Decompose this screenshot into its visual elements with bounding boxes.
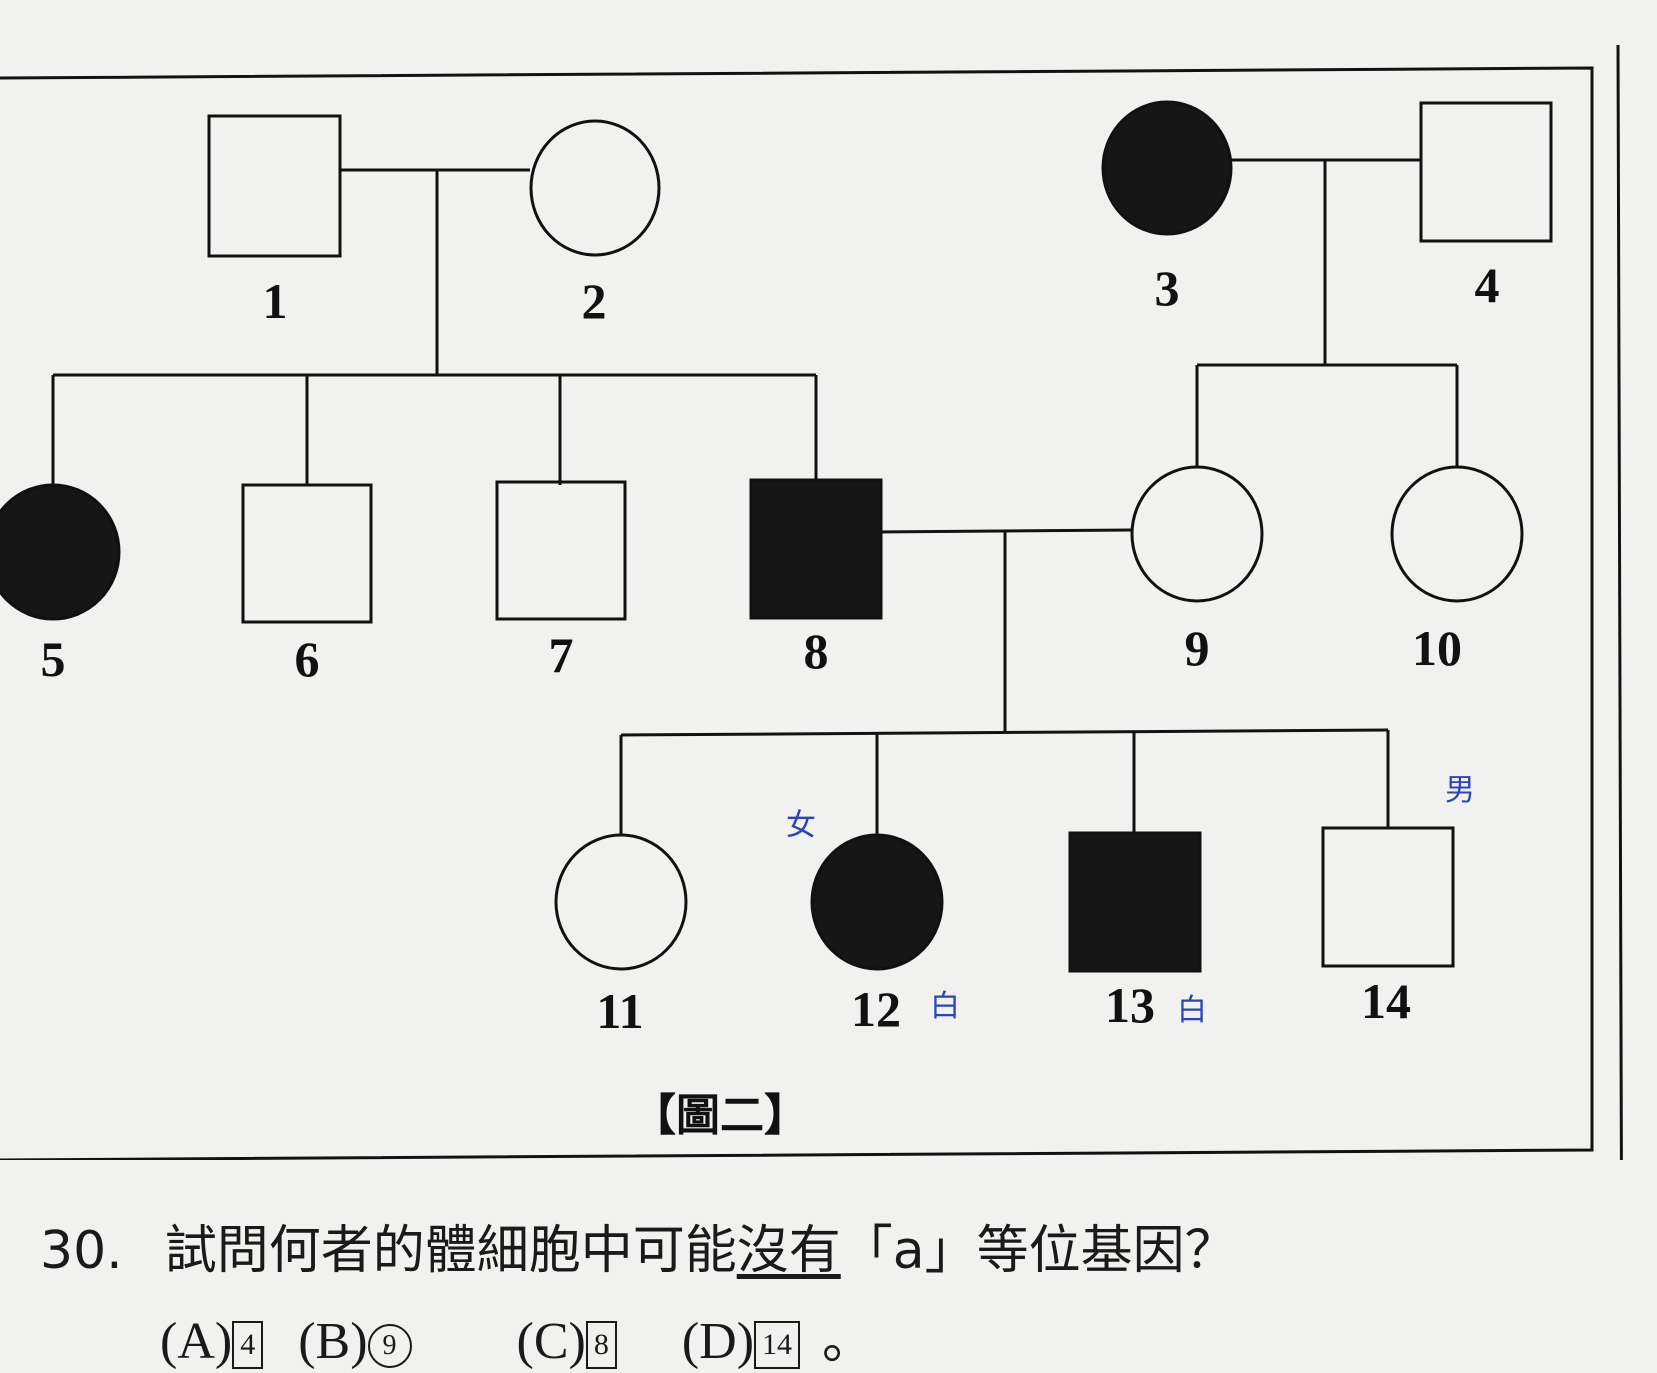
- option-a[interactable]: (A)4: [160, 1312, 264, 1371]
- individual-2-label: 2: [582, 273, 607, 329]
- option-b-value: 9: [367, 1324, 412, 1368]
- question-text-before: 試問何者的體細胞中可能: [164, 1221, 737, 1281]
- individual-7-symbol: [495, 480, 627, 621]
- individual-11-symbol: [554, 833, 688, 971]
- option-b[interactable]: (B)9: [298, 1312, 412, 1371]
- page-edge-line: [1616, 44, 1623, 1160]
- individual-7-label: 7: [549, 627, 574, 683]
- individual-2-symbol: [529, 119, 661, 257]
- individual-3-label: 3: [1155, 260, 1180, 316]
- option-c-letter: (C): [516, 1313, 586, 1370]
- individual-5-symbol: [0, 483, 121, 621]
- individual-13-label: 13: [1105, 977, 1155, 1033]
- option-a-letter: (A): [160, 1313, 233, 1370]
- option-d[interactable]: (D)14: [681, 1312, 801, 1371]
- individual-5-label: 5: [41, 631, 66, 687]
- handwritten-note-13-right: 白: [1177, 993, 1207, 1028]
- individual-9-label: 9: [1185, 620, 1210, 676]
- option-d-letter: (D): [681, 1313, 755, 1370]
- individual-8-label: 8: [804, 623, 829, 679]
- individual-14-label: 14: [1361, 973, 1411, 1029]
- individual-1-label: 1: [263, 273, 288, 329]
- option-b-letter: (B): [298, 1313, 368, 1370]
- pedigree-chart: 1 2 3 4 5 6 7 8 9 10 11 12 13 14 女 白 白 男…: [0, 44, 1623, 1160]
- question-end-mark: 。: [822, 1313, 875, 1370]
- individual-10-label: 10: [1412, 620, 1462, 676]
- individual-6-label: 6: [295, 631, 320, 687]
- figure-frame: [0, 66, 1594, 1160]
- answer-options: (A)4 (B)9 (C)8 (D)14 。: [160, 1298, 874, 1373]
- individual-11-label: 11: [596, 983, 643, 1039]
- individual-6-symbol: [241, 483, 373, 624]
- handwritten-note-12-top: 女: [786, 808, 816, 843]
- individual-12-symbol: [810, 833, 944, 971]
- individual-4-symbol: [1419, 101, 1553, 243]
- figure-caption: 【圖二】: [632, 1090, 808, 1141]
- option-a-value: 4: [232, 1321, 264, 1369]
- individual-10-symbol: [1390, 465, 1524, 603]
- option-d-value: 14: [754, 1321, 801, 1369]
- question-30: 30. 試問何者的體細胞中可能沒有「a」等位基因？: [40, 1208, 1237, 1283]
- individual-4-label: 4: [1475, 257, 1500, 313]
- handwritten-note-12-right: 白: [930, 989, 960, 1024]
- option-c-value: 8: [585, 1321, 617, 1369]
- individual-14-symbol: [1321, 826, 1455, 968]
- individual-13-symbol: [1068, 831, 1202, 973]
- question-text-after: 「a」等位基因？: [840, 1221, 1237, 1281]
- handwritten-note-14-top: 男: [1445, 773, 1475, 808]
- individual-12-label: 12: [851, 981, 901, 1037]
- pedigree-lines: [51, 158, 1459, 835]
- individual-1-symbol: [207, 114, 342, 258]
- individual-3-symbol: [1101, 100, 1233, 236]
- option-c[interactable]: (C)8: [517, 1312, 617, 1371]
- individual-9-symbol: [1130, 465, 1264, 603]
- question-text-underlined: 沒有: [736, 1221, 841, 1281]
- individual-8-symbol: [749, 478, 883, 620]
- question-number: 30.: [40, 1221, 123, 1281]
